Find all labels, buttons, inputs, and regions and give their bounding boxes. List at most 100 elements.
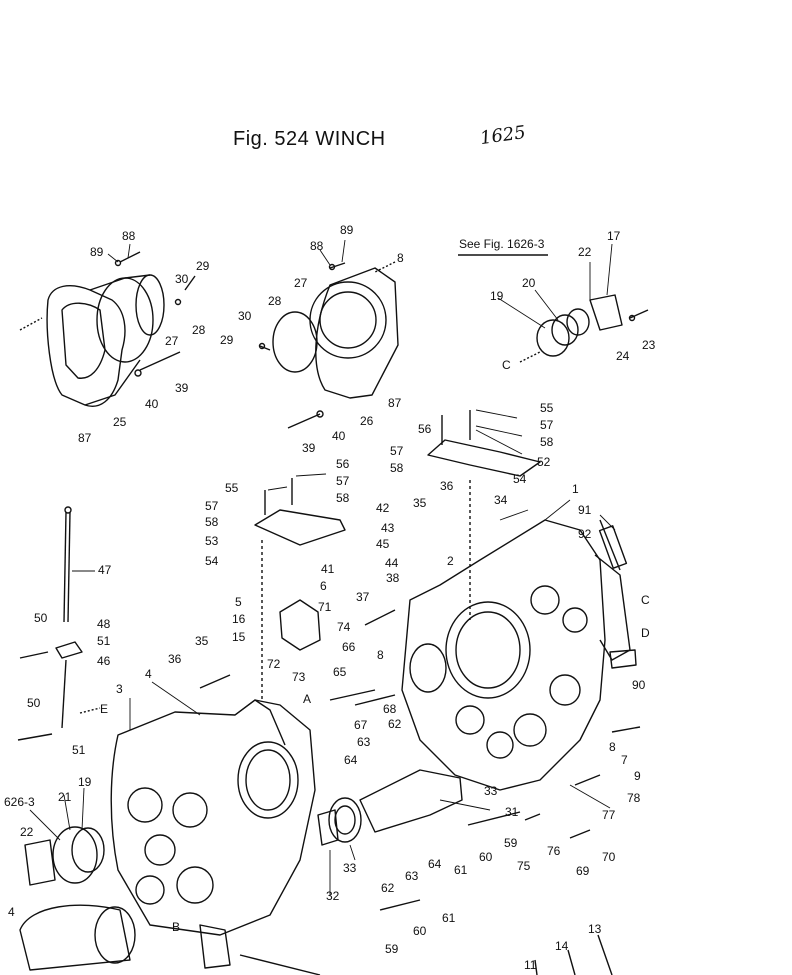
callout-67: 67	[354, 718, 368, 732]
callout-60: 60	[479, 850, 493, 864]
callout-57-left: 57	[390, 444, 404, 458]
callout-21: 21	[58, 790, 72, 804]
callout-30: 30	[175, 272, 189, 286]
callout-57c: 57	[205, 499, 219, 513]
callout-29b: 29	[220, 333, 234, 347]
callout-53: 53	[205, 534, 219, 548]
callout-44: 44	[385, 556, 399, 570]
callout-37: 37	[356, 590, 370, 604]
callout-58-left: 58	[390, 461, 404, 475]
callout-9: 9	[634, 769, 641, 783]
callout-54: 54	[513, 472, 527, 486]
callout-56b: 56	[336, 457, 350, 471]
callout-13: 13	[588, 922, 602, 936]
callout-59b: 59	[385, 942, 399, 956]
callout-3: 3	[116, 682, 123, 696]
callout-30b: 30	[238, 309, 252, 323]
callout-58: 58	[540, 435, 554, 449]
callout-92: 92	[578, 527, 592, 541]
callout-63b: 63	[405, 869, 419, 883]
callout-15: 15	[232, 630, 246, 644]
callout-71: 71	[318, 600, 332, 614]
callout-58c: 58	[205, 515, 219, 529]
callout-59: 59	[504, 836, 518, 850]
callout-75: 75	[517, 859, 531, 873]
callout-72: 72	[267, 657, 281, 671]
callout-76: 76	[547, 844, 561, 858]
callout-20: 20	[522, 276, 536, 290]
callout-51b: 51	[72, 743, 86, 757]
callout-19: 19	[490, 289, 504, 303]
callout-45: 45	[376, 537, 390, 551]
upper-right-hub	[458, 254, 649, 363]
callout-19b: 19	[78, 775, 92, 789]
callout-78: 78	[627, 791, 641, 805]
callout-39b: 39	[302, 441, 316, 455]
callout-33: 33	[484, 784, 498, 798]
callout-letter-b: B	[172, 920, 180, 934]
callout-91: 91	[578, 503, 592, 517]
callout-35b: 35	[195, 634, 209, 648]
callout-50b: 50	[27, 696, 41, 710]
callout-5: 5	[235, 595, 242, 609]
callout-8: 8	[397, 251, 404, 265]
callout-letter-e: E	[100, 702, 108, 716]
callout-34: 34	[494, 493, 508, 507]
callout-22: 22	[578, 245, 592, 259]
callout-39: 39	[175, 381, 189, 395]
callout-55: 55	[540, 401, 554, 415]
callout-73: 73	[292, 670, 306, 684]
callout-27: 27	[165, 334, 179, 348]
callout-42: 42	[376, 501, 390, 515]
callout-28: 28	[192, 323, 206, 337]
callout-88b: 88	[310, 239, 324, 253]
callout-62b: 62	[381, 881, 395, 895]
callout-58b: 58	[336, 491, 350, 505]
callout-90: 90	[632, 678, 646, 692]
callout-64b: 64	[428, 857, 442, 871]
callout-24: 24	[616, 349, 630, 363]
see-fig-ref: See Fig. 1626-3	[459, 237, 545, 251]
callout-60b: 60	[413, 924, 427, 938]
callout-57b: 57	[336, 474, 350, 488]
callout-17: 17	[607, 229, 621, 243]
callout-32: 32	[326, 889, 340, 903]
callout-4: 4	[145, 667, 152, 681]
callout-22b: 22	[20, 825, 34, 839]
callout-69: 69	[576, 864, 590, 878]
lower-right-stubs	[534, 934, 613, 975]
callout-8b: 8	[377, 648, 384, 662]
callout-89: 89	[90, 245, 104, 259]
callout-41: 41	[321, 562, 335, 576]
callout-43: 43	[381, 521, 395, 535]
callout-68: 68	[383, 702, 397, 716]
callout-letter-c: C	[502, 358, 511, 372]
callout-26: 26	[360, 414, 374, 428]
part-callouts: 88 89 30 29 27 28 39 40 87 25 88 89 8 28…	[4, 223, 656, 972]
callout-89b: 89	[340, 223, 354, 237]
callout-54b: 54	[205, 554, 219, 568]
callout-48: 48	[97, 617, 111, 631]
callout-25: 25	[113, 415, 127, 429]
callout-50: 50	[34, 611, 48, 625]
main-gearcase-right	[401, 519, 637, 791]
callout-29: 29	[196, 259, 210, 273]
callout-4b: 4	[8, 905, 15, 919]
callout-16: 16	[232, 612, 246, 626]
callout-62: 62	[388, 717, 402, 731]
callout-87b: 87	[388, 396, 402, 410]
callout-74: 74	[337, 620, 351, 634]
callout-31: 31	[505, 805, 519, 819]
callout-70: 70	[602, 850, 616, 864]
callout-87: 87	[78, 431, 92, 445]
callout-2: 2	[447, 554, 454, 568]
callout-36b: 36	[168, 652, 182, 666]
callout-33b: 33	[343, 861, 357, 875]
callout-23: 23	[642, 338, 656, 352]
callout-28b: 28	[268, 294, 282, 308]
upper-middle-housing	[258, 261, 399, 429]
callout-61b: 61	[442, 911, 456, 925]
left-rod-linkage	[17, 506, 101, 741]
callout-64: 64	[344, 753, 358, 767]
